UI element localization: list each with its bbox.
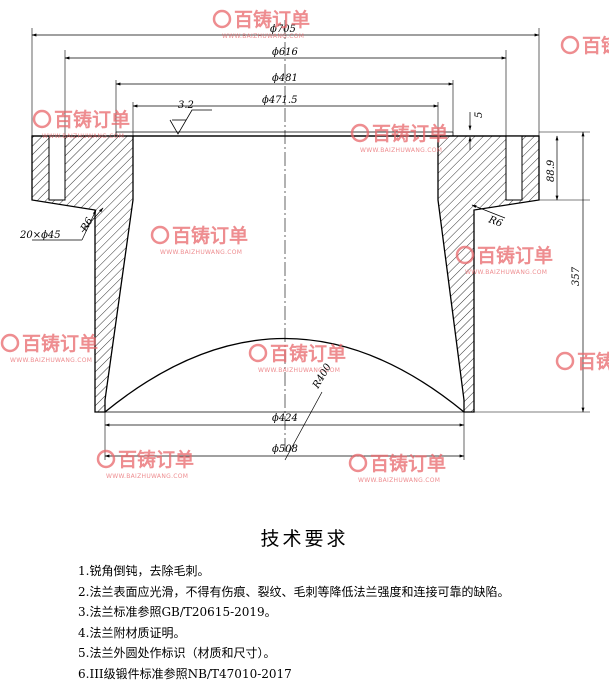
watermark-logo: 百铸订单 xyxy=(372,122,448,145)
requirement-item: 5.法兰外圆处作标识（材质和尺寸）。 xyxy=(78,646,276,660)
technical-drawing: ϕ705 ϕ616 ϕ481 ϕ471.5 3.2 5 88.9 357 R6 … xyxy=(0,8,609,484)
watermark: 百铸订单 WWW.BAIZHUWANG.COM xyxy=(96,448,194,480)
watermarks: 百铸订单 WWW.BAIZHUWANG.COM 百铸订单 WWW.BAIZHUW… xyxy=(0,8,609,484)
requirement-item: 3.法兰标准参照GB/T20615-2019。 xyxy=(78,605,277,619)
watermark-logo: 百铸订单 xyxy=(22,332,98,355)
watermark: 百铸订单 WWW.BAIZHUWANG.COM xyxy=(0,332,98,364)
watermark-logo: 百铸订单 xyxy=(172,224,248,247)
watermark: 百铸订单 xyxy=(555,350,609,373)
watermark-url: WWW.BAIZHUWANG.COM xyxy=(106,473,188,480)
dim-357: 357 xyxy=(571,266,582,286)
watermark-url: WWW.BAIZHUWANG.COM xyxy=(465,269,547,276)
watermark: 百铸订单 WWW.BAIZHUWANG.COM xyxy=(212,8,310,40)
watermark-url: WWW.BAIZHUWANG.COM xyxy=(360,147,442,154)
dimension-lines xyxy=(31,33,585,461)
requirement-item: 6.III级锻件标准参照NB/T47010-2017 xyxy=(78,666,292,681)
dim-471: ϕ471.5 xyxy=(262,95,297,106)
watermark-url: WWW.BAIZHUWANG.COM xyxy=(358,477,440,484)
watermark-url: WWW.BAIZHUWANG.COM xyxy=(10,357,92,364)
dim-88-9: 88.9 xyxy=(546,159,557,182)
requirement-item: 4.法兰附材质证明。 xyxy=(78,625,186,640)
watermark: 百铸订单 WWW.BAIZHUWANG.COM xyxy=(350,122,448,154)
dim-705: ϕ705 xyxy=(270,24,296,35)
watermark: 百铸订单 WWW.BAIZHUWANG.COM xyxy=(150,224,248,256)
dim-r6-right: R6 xyxy=(486,214,504,230)
watermark-logo: 百铸订单 xyxy=(582,34,609,57)
watermark-url: WWW.BAIZHUWANG.COM xyxy=(160,249,242,256)
dim-chamfer: 20×ϕ45 xyxy=(19,230,61,241)
dim-r400: R400 xyxy=(311,361,335,391)
watermark-url: WWW.BAIZHUWANG.COM xyxy=(42,133,124,140)
watermark: 百铸订单 WWW.BAIZHUWANG.COM xyxy=(248,342,346,374)
outlines xyxy=(32,20,539,455)
watermark-logo: 百铸订单 xyxy=(234,8,310,31)
watermark-logo: 百铸订单 xyxy=(270,342,346,365)
requirements-list: 1.锐角倒钝，去除毛刺。 2.法兰表面应光滑，不得有伤痕、裂纹、毛刺等降低法兰强… xyxy=(78,561,509,684)
watermark-url: WWW.BAIZHUWANG.COM xyxy=(258,367,340,374)
watermark-logo: 百铸订单 xyxy=(54,108,130,131)
watermark-logo: 百铸订单 xyxy=(118,448,194,471)
watermark-logo: 百铸订单 xyxy=(477,244,553,267)
left-section xyxy=(31,135,134,413)
technical-requirements: 技术要求 1.锐角倒钝，去除毛刺。 2.法兰表面应光滑，不得有伤痕、裂纹、毛刺等… xyxy=(0,518,609,688)
requirement-item: 1.锐角倒钝，去除毛刺。 xyxy=(78,564,210,578)
watermark: 百铸订单 xyxy=(560,34,609,57)
dim-5: 5 xyxy=(474,112,485,118)
dim-roughness: 3.2 xyxy=(178,100,194,111)
dimension-labels: ϕ705 ϕ616 ϕ481 ϕ471.5 3.2 5 88.9 357 R6 … xyxy=(19,24,582,455)
left-bolt-hole xyxy=(48,135,66,201)
watermark-logo: 百铸订单 xyxy=(577,350,609,373)
dim-424: ϕ424 xyxy=(272,413,298,424)
watermark-url: WWW.BAIZHUWANG.COM xyxy=(222,33,304,40)
requirement-item: 2.法兰表面应光滑，不得有伤痕、裂纹、毛刺等降低法兰强度和连接可靠的缺陷。 xyxy=(78,584,510,599)
watermark: 百铸订单 WWW.BAIZHUWANG.COM xyxy=(455,244,553,276)
dim-r6-left: R6 xyxy=(79,215,96,234)
watermark-logo: 百铸订单 xyxy=(370,452,446,475)
watermark: 百铸订单 WWW.BAIZHUWANG.COM xyxy=(32,108,130,140)
watermark: 百铸订单 WWW.BAIZHUWANG.COM xyxy=(348,452,446,484)
roughness-symbol xyxy=(169,109,212,135)
dim-508: ϕ508 xyxy=(272,444,298,455)
right-bolt-hole xyxy=(505,135,523,201)
requirements-title: 技术要求 xyxy=(260,528,349,550)
dim-616: ϕ616 xyxy=(272,47,299,58)
dim-481: ϕ481 xyxy=(272,73,298,84)
